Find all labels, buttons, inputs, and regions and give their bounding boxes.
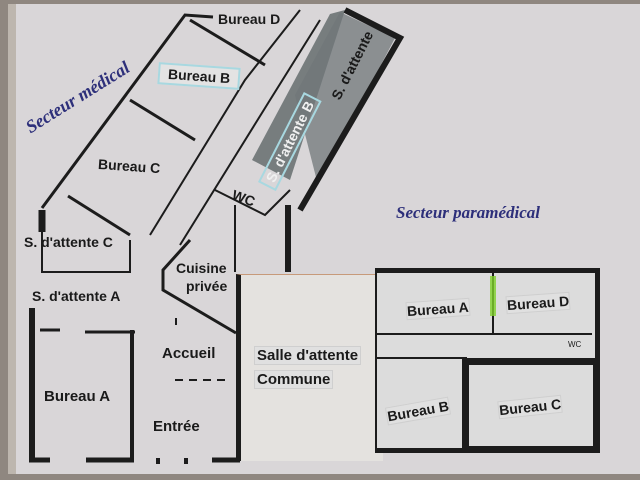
room-entree: Entrée	[153, 418, 200, 435]
room-wc-paramedical: WC	[568, 340, 582, 349]
room-s-attente-c: S. d'attente C	[24, 234, 113, 250]
room-bureau-d: Bureau D	[218, 11, 281, 27]
room-salle-attente-commune-line1: Salle d'attente	[254, 346, 362, 365]
room-accueil: Accueil	[162, 345, 216, 362]
bureau-c-room	[462, 358, 600, 453]
room-s-attente-a: S. d'attente A	[32, 288, 121, 304]
salle-attente-commune	[236, 274, 383, 461]
paramedical-corridor-bottom-wall	[377, 357, 467, 359]
room-salle-attente-commune-line2: Commune	[254, 370, 334, 389]
room-cuisine: Cuisine	[176, 260, 227, 276]
room-cuisine-privee: privée	[186, 278, 228, 294]
secteur-paramedical-label: Secteur paramédical	[396, 203, 541, 222]
paramedical-corridor-top-wall	[377, 333, 592, 335]
bureau-b-right-wall	[375, 358, 377, 453]
green-highlight	[490, 276, 496, 316]
room-bureau-a-medical: Bureau A	[44, 388, 111, 405]
